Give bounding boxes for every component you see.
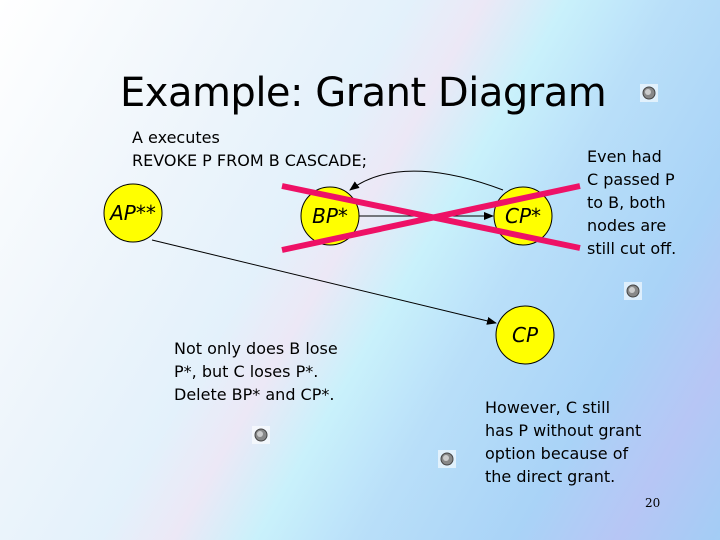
node-ap: AP** [103,183,163,243]
edge-ap-cp [151,239,497,325]
cross-out-line [281,183,581,253]
command-text: A executes REVOKE P FROM B CASCADE; [132,128,367,170]
slide-title: Example: Grant Diagram [120,70,607,116]
node-label: BP* [312,204,348,228]
edge-cpstar-bp [349,170,504,191]
speaker-icon[interactable] [438,450,456,468]
note-left: Not only does B lose P*, but C loses P*.… [174,339,338,404]
node-cp: CP [495,305,555,365]
node-label: CP [512,323,539,347]
node-label: CP* [505,204,541,228]
note-right: Even had C passed P to B, both nodes are… [587,147,677,258]
speaker-icon[interactable] [640,84,658,102]
speaker-icon[interactable] [624,282,642,300]
note-bottom: However, C still has P without grant opt… [485,398,642,486]
speaker-icon[interactable] [252,426,270,444]
page-number: 20 [645,496,661,510]
node-label: AP** [108,201,156,225]
